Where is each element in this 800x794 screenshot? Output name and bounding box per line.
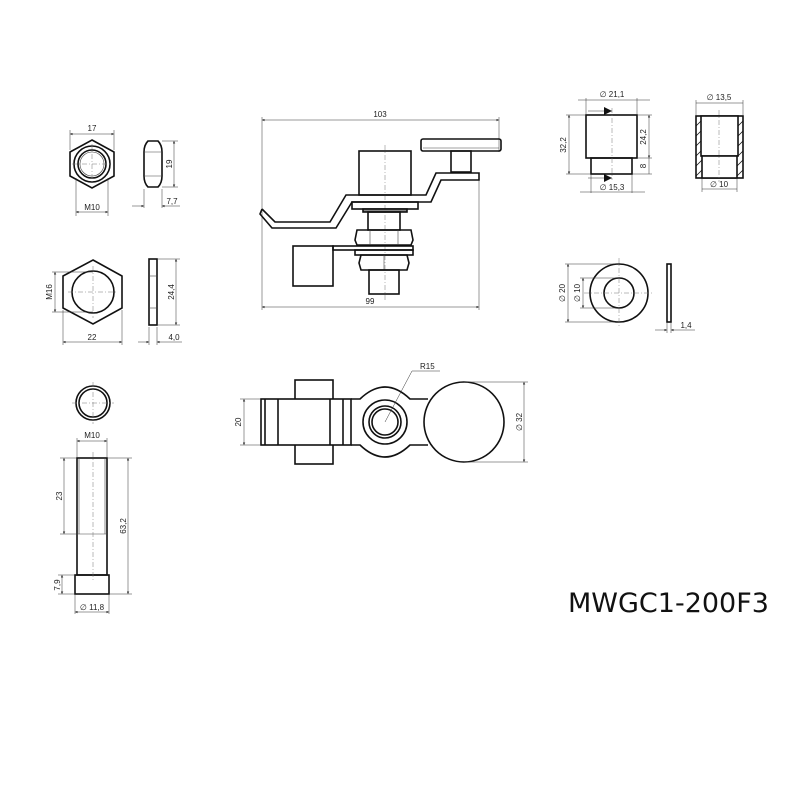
dim-dia-15-3: ∅ 15,3 (600, 183, 625, 192)
dim-dia-13-5: ∅ 13,5 (707, 93, 732, 102)
dim-dia-11-8: ∅ 11,8 (80, 603, 105, 612)
bolt-side-view: M10 23 63,2 7,9 ∅ 11,8 (53, 431, 132, 614)
dim-4-0: 4,0 (168, 333, 180, 342)
dim-23: 23 (55, 491, 64, 500)
dim-dia-20: ∅ 20 (558, 283, 567, 302)
spacer-view: ∅ 21,1 ∅ 15,3 32,2 24,2 8 (559, 90, 652, 193)
dim-bolt-m10: M10 (84, 431, 100, 440)
bolt-end-view (72, 382, 114, 424)
dim-1-4: 1,4 (680, 321, 692, 330)
dim-22: 22 (88, 333, 97, 342)
dim-m16: M16 (45, 284, 54, 300)
hex-nut-m16-front-view: M16 22 (45, 259, 123, 345)
bushing-section-view: ∅ 13,5 ∅ 10 (695, 93, 744, 192)
dim-r15: R15 (420, 362, 435, 371)
dim-7-7: 7,7 (166, 197, 178, 206)
dim-19: 19 (165, 159, 174, 168)
part-number-title: MWGC1-200F3 (568, 588, 769, 619)
hex-nut-m16-side-view: 24,4 4,0 (138, 258, 182, 345)
dim-8: 8 (639, 163, 648, 168)
washer-side-view: 1,4 (655, 263, 695, 333)
dim-20: 20 (234, 417, 243, 426)
assembly-side-view: 103 99 (259, 110, 502, 310)
dim-dia-32: ∅ 32 (515, 412, 524, 431)
dim-63-2: 63,2 (119, 518, 128, 534)
hex-nut-m10-front-view: 17 M10 (69, 124, 115, 216)
dim-7-9: 7,9 (53, 579, 62, 591)
dim-24-2: 24,2 (639, 129, 648, 145)
dim-103: 103 (373, 110, 387, 119)
dim-dia-10-washer: ∅ 10 (573, 283, 582, 302)
dim-dia-21-1: ∅ 21,1 (600, 90, 625, 99)
dim-17: 17 (88, 124, 97, 133)
washer-front-view: ∅ 20 ∅ 10 (558, 258, 654, 328)
assembly-top-view: R15 20 ∅ 32 (234, 362, 528, 465)
hex-nut-m10-side-view: 19 7,7 (132, 140, 180, 208)
dim-99: 99 (366, 297, 375, 306)
dim-m10: M10 (84, 203, 100, 212)
dim-32-2: 32,2 (559, 137, 568, 153)
dim-dia-10: ∅ 10 (710, 180, 729, 189)
dim-24-4: 24,4 (167, 284, 176, 300)
